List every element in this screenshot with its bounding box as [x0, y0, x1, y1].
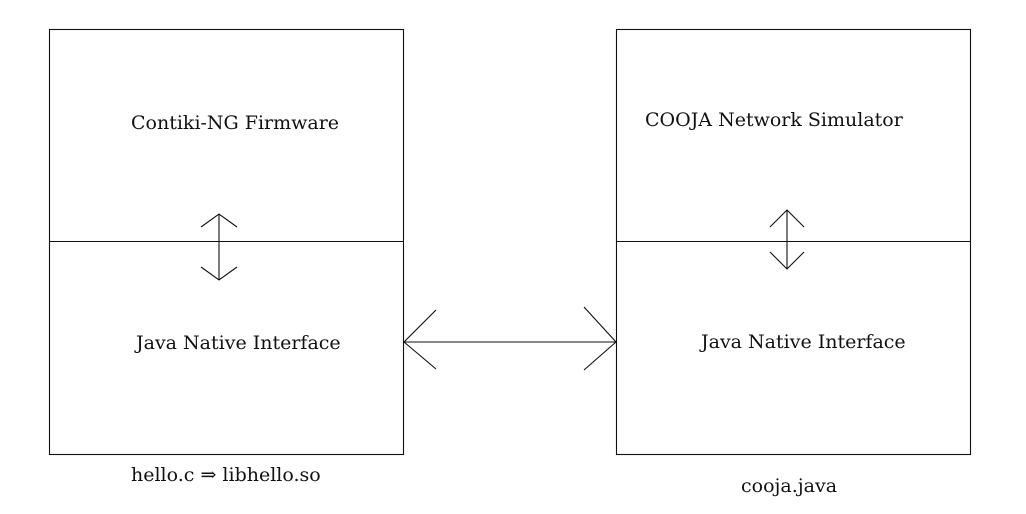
- left-bottom-label: Java Native Interface: [136, 332, 341, 354]
- left-caption: hello.c ⇒ libhello.so: [131, 464, 321, 486]
- inter-block-arrow: [403, 306, 617, 371]
- left-internal-arrow: [200, 213, 238, 281]
- left-block: [48, 28, 405, 456]
- right-caption: cooja.java: [741, 475, 838, 497]
- right-top-label: COOJA Network Simulator: [645, 109, 903, 131]
- right-bottom-label: Java Native Interface: [701, 331, 906, 353]
- left-top-label: Contiki-NG Firmware: [131, 112, 340, 134]
- right-block: [615, 28, 972, 456]
- right-internal-arrow: [769, 209, 805, 270]
